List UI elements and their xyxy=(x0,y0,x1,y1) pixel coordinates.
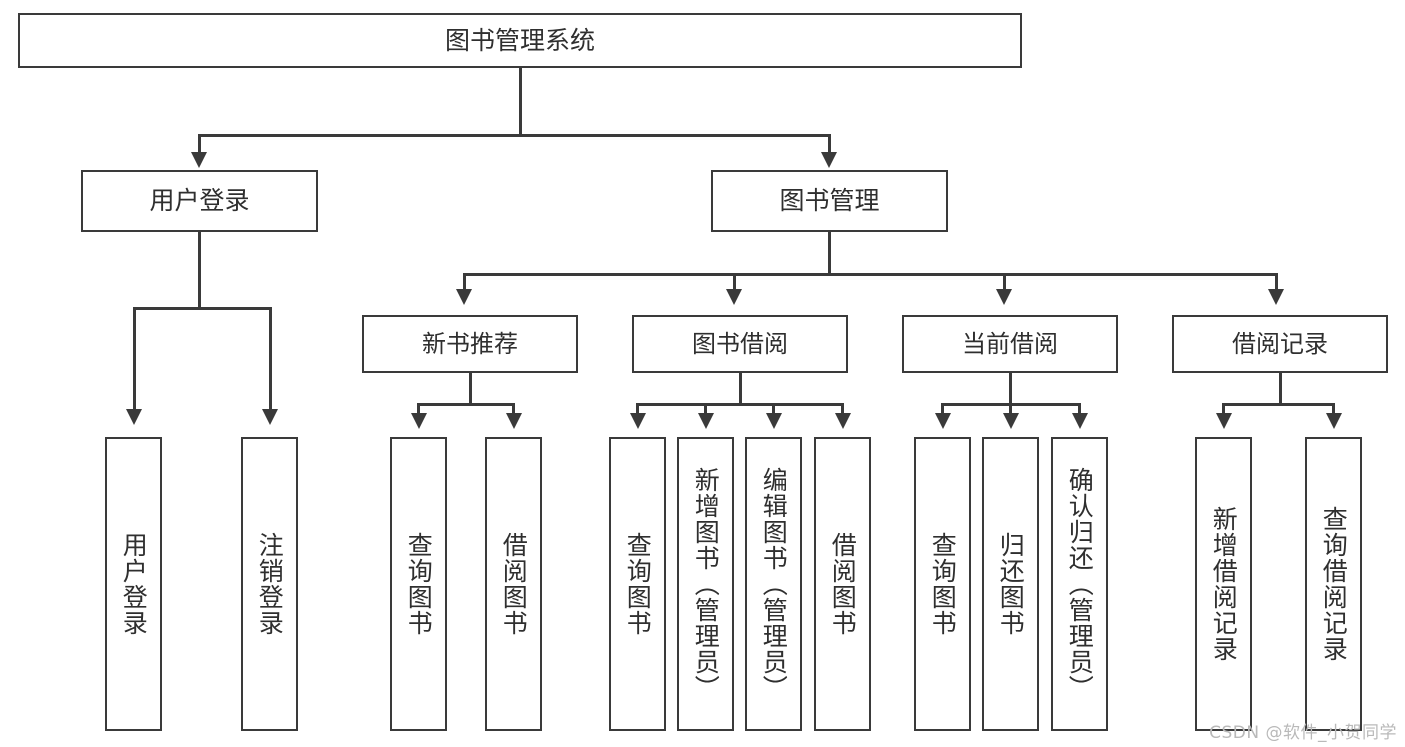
arrowhead-leaf-borrow-book-1 xyxy=(506,413,522,429)
connector-root-to-user-login xyxy=(198,134,201,154)
arrowhead-leaf-query-record xyxy=(1326,413,1342,429)
connector-bm-drop-4 xyxy=(1275,273,1278,291)
connector-root-bar xyxy=(198,134,831,137)
connector-bb-drop-4 xyxy=(841,403,844,415)
leaf-borrow-book-1[interactable]: 借阅图书 xyxy=(485,437,542,731)
connector-br-bar xyxy=(1222,403,1335,406)
node-label: 新增借阅记录 xyxy=(1209,506,1239,662)
node-new-book-recommend[interactable]: 新书推荐 xyxy=(362,315,578,373)
connector-br-stem xyxy=(1279,373,1282,406)
node-label: 归还图书 xyxy=(996,532,1026,636)
node-label: 查询图书 xyxy=(623,532,653,636)
arrowhead-borrow-record xyxy=(1268,289,1284,305)
arrowhead-leaf-query-book-1 xyxy=(411,413,427,429)
arrowhead-leaf-confirm-return xyxy=(1072,413,1088,429)
connector-bm-drop-2 xyxy=(733,273,736,291)
connector-cb-drop-3 xyxy=(1078,403,1081,415)
leaf-query-book-3[interactable]: 查询图书 xyxy=(914,437,971,731)
leaf-query-book-1[interactable]: 查询图书 xyxy=(390,437,447,731)
connector-bm-drop-1 xyxy=(463,273,466,291)
node-label: 借阅图书 xyxy=(828,532,858,636)
node-root-system[interactable]: 图书管理系统 xyxy=(18,13,1022,68)
node-label: 注销登录 xyxy=(255,532,285,636)
node-label: 借阅记录 xyxy=(1232,329,1328,358)
node-label: 图书借阅 xyxy=(692,329,788,358)
arrowhead-current-borrow xyxy=(996,289,1012,305)
connector-book-management-stem xyxy=(828,232,831,276)
arrowhead-book-borrow xyxy=(726,289,742,305)
node-borrow-record[interactable]: 借阅记录 xyxy=(1172,315,1388,373)
node-label: 图书管理系统 xyxy=(444,25,595,55)
connector-book-management-bar xyxy=(463,273,1278,276)
arrowhead-leaf-add-book xyxy=(698,413,714,429)
connector-nbr-drop-1 xyxy=(417,403,420,415)
connector-nbr-drop-2 xyxy=(512,403,515,415)
node-label: 图书管理 xyxy=(779,186,880,216)
node-current-borrow[interactable]: 当前借阅 xyxy=(902,315,1118,373)
node-label: 新增图书（管理员） xyxy=(691,467,721,701)
leaf-logout-login[interactable]: 注销登录 xyxy=(241,437,298,731)
node-label: 用户登录 xyxy=(149,186,250,216)
node-label: 新书推荐 xyxy=(422,329,518,358)
leaf-borrow-book-2[interactable]: 借阅图书 xyxy=(814,437,871,731)
leaf-return-book[interactable]: 归还图书 xyxy=(982,437,1039,731)
connector-bb-drop-1 xyxy=(636,403,639,415)
node-label: 查询图书 xyxy=(928,532,958,636)
connector-user-login-bar xyxy=(133,307,272,310)
node-book-borrow[interactable]: 图书借阅 xyxy=(632,315,848,373)
arrowhead-new-book-recommend xyxy=(456,289,472,305)
arrowhead-user-login xyxy=(191,152,207,168)
connector-user-login-drop-1 xyxy=(133,307,136,411)
node-label: 确认归还（管理员） xyxy=(1065,467,1095,701)
node-user-login[interactable]: 用户登录 xyxy=(81,170,318,232)
leaf-query-record[interactable]: 查询借阅记录 xyxy=(1305,437,1362,731)
node-label: 用户登录 xyxy=(119,532,149,636)
node-label: 查询借阅记录 xyxy=(1319,506,1349,662)
connector-root-to-book-management xyxy=(828,134,831,154)
arrowhead-leaf-add-record xyxy=(1216,413,1232,429)
connector-br-drop-2 xyxy=(1332,403,1335,415)
connector-cb-drop-1 xyxy=(941,403,944,415)
connector-bm-drop-3 xyxy=(1003,273,1006,291)
connector-bb-drop-2 xyxy=(704,403,707,415)
arrowhead-leaf-logout-login xyxy=(262,409,278,425)
connector-br-drop-1 xyxy=(1222,403,1225,415)
leaf-confirm-return[interactable]: 确认归还（管理员） xyxy=(1051,437,1108,731)
arrowhead-book-management xyxy=(821,152,837,168)
node-label: 当前借阅 xyxy=(962,329,1058,358)
leaf-add-record[interactable]: 新增借阅记录 xyxy=(1195,437,1252,731)
node-label: 查询图书 xyxy=(404,532,434,636)
arrowhead-leaf-borrow-book-2 xyxy=(835,413,851,429)
connector-nbr-stem xyxy=(469,373,472,406)
arrowhead-leaf-return-book xyxy=(1003,413,1019,429)
arrowhead-leaf-query-book-2 xyxy=(630,413,646,429)
connector-bb-bar xyxy=(636,403,844,406)
leaf-query-book-2[interactable]: 查询图书 xyxy=(609,437,666,731)
connector-bb-stem xyxy=(739,373,742,406)
connector-bb-drop-3 xyxy=(772,403,775,415)
node-label: 编辑图书（管理员） xyxy=(759,467,789,701)
node-book-management[interactable]: 图书管理 xyxy=(711,170,948,232)
connector-cb-drop-2 xyxy=(1009,403,1012,415)
leaf-user-login[interactable]: 用户登录 xyxy=(105,437,162,731)
leaf-add-book[interactable]: 新增图书（管理员） xyxy=(677,437,734,731)
leaf-edit-book[interactable]: 编辑图书（管理员） xyxy=(745,437,802,731)
node-label: 借阅图书 xyxy=(499,532,529,636)
connector-user-login-stem xyxy=(198,232,201,310)
arrowhead-leaf-edit-book xyxy=(766,413,782,429)
connector-root-stem xyxy=(519,68,522,136)
arrowhead-leaf-user-login xyxy=(126,409,142,425)
arrowhead-leaf-query-book-3 xyxy=(935,413,951,429)
connector-cb-stem xyxy=(1009,373,1012,406)
connector-user-login-drop-2 xyxy=(269,307,272,411)
connector-nbr-bar xyxy=(417,403,515,406)
